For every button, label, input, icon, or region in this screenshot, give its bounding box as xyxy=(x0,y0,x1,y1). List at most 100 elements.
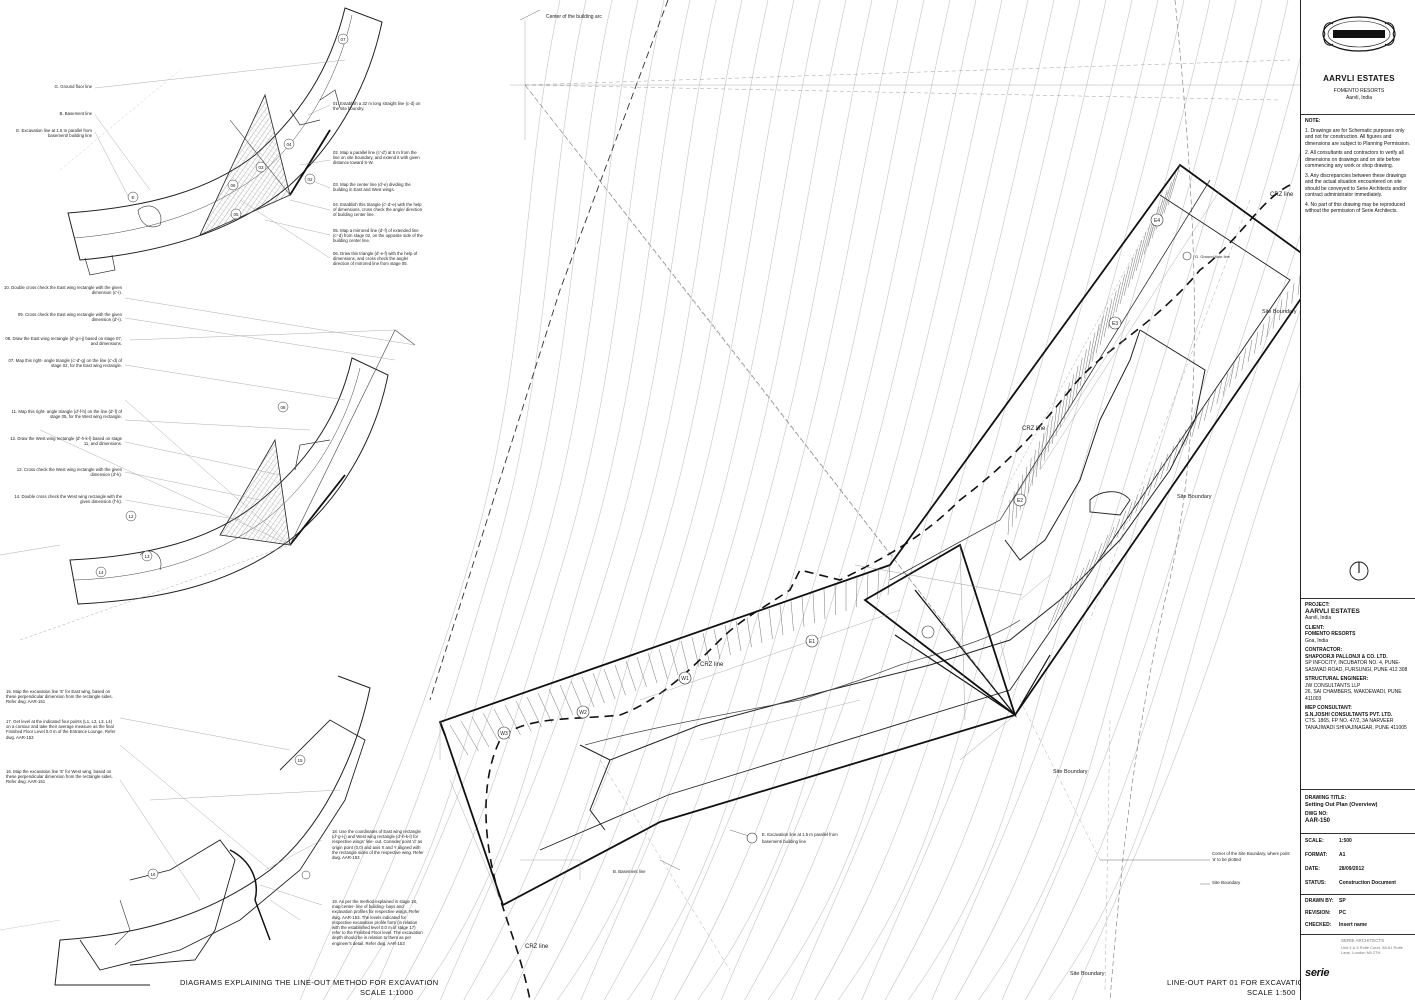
firm-address: Unit 4 & 5 Rolfe Court, 58-61 Rolfe Lane… xyxy=(1341,944,1403,955)
slope-hatch xyxy=(1066,575,1079,605)
contour-line xyxy=(369,0,639,1000)
slope-hatch xyxy=(1122,502,1133,530)
slope-hatch xyxy=(1272,307,1277,329)
dwg-no-value: AAR-150 xyxy=(1305,817,1331,824)
site-boundary-label-4: Site Boundary xyxy=(1212,880,1241,885)
slope-hatch xyxy=(1235,356,1241,379)
slope-hatch xyxy=(1123,257,1134,296)
project-value: AARVLI ESTATES xyxy=(1305,607,1360,615)
contour-line xyxy=(814,0,1133,1000)
ground-floor-label-main: G. Ground floor line xyxy=(1195,254,1231,259)
slope-hatch xyxy=(1222,372,1229,396)
slope-hatch xyxy=(1241,348,1247,371)
slope-hatch xyxy=(1197,404,1205,430)
structural-value: JW CONSULTANTS LLP xyxy=(1305,682,1361,689)
slope-hatch xyxy=(1216,380,1223,404)
diagram-3 xyxy=(0,675,371,986)
d2-step-09: 09. Cross check the East wing rectangle … xyxy=(17,312,122,323)
estate-logo xyxy=(1322,16,1396,52)
d1-step-02: 02. Map a parallel line (c'-d') at 5 m f… xyxy=(333,150,420,166)
contour-line xyxy=(627,0,925,1000)
slope-hatch xyxy=(1139,223,1151,263)
slope-hatch xyxy=(757,612,763,644)
note-1: 1. Drawings are for Schematic purposes o… xyxy=(1305,127,1411,147)
wing-tag-e2: E2 xyxy=(1017,498,1023,504)
slope-hatch xyxy=(1185,421,1193,446)
crz-label-3: CRZ line xyxy=(700,662,724,668)
drawing-title-value: Setting Out Plan (Overview) xyxy=(1305,801,1378,808)
bubble-label: 07 xyxy=(340,37,346,42)
header-location: Aarvli, India xyxy=(1345,95,1373,101)
contour-line xyxy=(510,0,795,1000)
slope-hatch xyxy=(1135,486,1145,513)
slope-hatch xyxy=(877,568,880,600)
slope-hatch xyxy=(449,724,469,756)
slope-hatch xyxy=(1055,399,1062,437)
client-label: CLIENT: xyxy=(1305,624,1325,631)
site-boundary-label-2: Site Boundary xyxy=(1177,494,1212,500)
slope-hatch xyxy=(1210,388,1217,413)
d2-step-12: 12. Draw the West wing rectangle (d'-h-k… xyxy=(10,436,122,447)
slope-hatch xyxy=(768,608,773,640)
contour-line xyxy=(1001,0,1341,1000)
corner-note-1: Corner of the Site Boundary, where point xyxy=(1212,851,1290,856)
wing-tag-e3: E3 xyxy=(1112,321,1118,327)
contour-line xyxy=(908,0,1237,1000)
d1-step-01: 01. Establish a 32 m long straight line … xyxy=(333,101,421,112)
contour-line xyxy=(463,0,743,1000)
contour-line xyxy=(720,0,1029,1000)
slope-hatch xyxy=(1163,173,1176,214)
slope-hatch xyxy=(1067,374,1074,412)
contour-line xyxy=(674,0,977,1000)
mep-value: S.N.JOSHI CONSULTANTS PVT. LTD. xyxy=(1305,711,1393,718)
main-plan-labels: Center of the building arc CRZ line CRZ … xyxy=(525,14,1297,977)
d1-step-04: 04. Establish this triangle (c'-d'-e) wi… xyxy=(333,202,423,218)
contour-line xyxy=(393,0,665,1000)
slope-hatch xyxy=(1172,437,1181,463)
project-label: PROJECT: xyxy=(1305,602,1330,608)
main-wing-tags xyxy=(497,213,1192,844)
diagram-2 xyxy=(0,297,416,641)
slope-hatch xyxy=(735,620,742,652)
header-project-name: AARVLI ESTATES xyxy=(1323,74,1395,83)
arc-center-label: Center of the building arc xyxy=(546,14,602,20)
slope-hatch xyxy=(834,584,836,616)
slope-hatch xyxy=(1095,315,1104,354)
slope-hatch xyxy=(1047,416,1053,453)
contour-line xyxy=(416,0,691,1000)
slope-hatch xyxy=(1135,231,1147,272)
slope-hatch xyxy=(1007,499,1011,536)
project-section: PROJECT: AARVLI ESTATES Aarvli, India CL… xyxy=(1305,602,1413,731)
info-row-format: FORMAT:A1 xyxy=(1305,852,1346,858)
info-row-scale: SCALE:1:500 xyxy=(1305,838,1352,844)
contour-line xyxy=(603,0,899,1000)
slope-hatch xyxy=(1127,248,1138,288)
info-row-date: DATE:28/09/2012 xyxy=(1305,866,1365,872)
note-3: 3. Any discrepancies between these drawi… xyxy=(1305,172,1407,199)
slope-hatch xyxy=(1179,429,1187,455)
crz-label-4: CRZ line xyxy=(525,944,549,950)
slope-hatch xyxy=(1047,599,1061,631)
d2-step-08: 08. Draw the East wing rectangle (d'-g-i… xyxy=(5,336,122,347)
main-wing-tag-text: E4 E3 E2 E1 W1 W2 W3 xyxy=(500,218,1160,737)
slope-hatch xyxy=(1297,274,1301,296)
slope-hatch xyxy=(856,576,858,608)
bubble-label: 02 xyxy=(307,177,313,182)
slope-hatch xyxy=(482,712,500,744)
d1-excavation-label: E. Excavation line at 1.5 m parallel fro… xyxy=(16,128,92,139)
bubble-label: 04 xyxy=(286,142,292,147)
contour-line xyxy=(299,0,561,1000)
slope-hatch xyxy=(537,692,553,724)
slope-hatch xyxy=(1247,339,1253,363)
d1-step-03: 03. Map the center line (d'-e) dividing … xyxy=(333,182,411,193)
d3-step-16: 16. Map the excavation line 'E' for West… xyxy=(6,769,113,785)
basement-label-main: B. Basement line xyxy=(613,869,646,874)
header-client: FOMENTO RESORTS xyxy=(1333,88,1385,94)
wing-tag-e1: E1 xyxy=(809,639,815,645)
north-arrow xyxy=(1305,560,1413,582)
bubble-label: 06 xyxy=(230,183,236,188)
contour-line xyxy=(791,0,1107,1000)
slope-hatch xyxy=(790,600,794,632)
slope-hatch xyxy=(1054,591,1067,622)
